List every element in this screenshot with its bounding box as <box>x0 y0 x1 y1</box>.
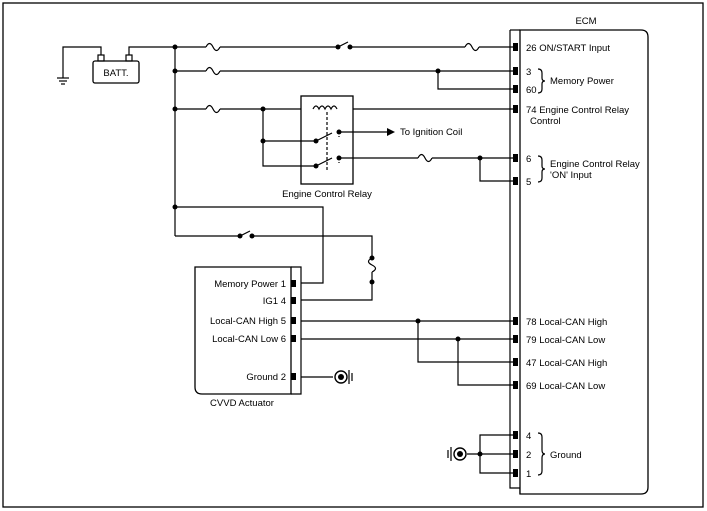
ecm-pin-5: 5 <box>526 177 531 188</box>
ecm-pin-60: 60 <box>526 85 537 96</box>
ecm-pin-79: 79 Local-CAN Low <box>526 335 605 346</box>
cvvd-pins <box>291 280 296 380</box>
ecm-ground-label: Ground <box>550 450 582 461</box>
ecm-pin-6: 6 <box>526 154 531 165</box>
ecm-pins <box>513 43 518 477</box>
ecm-module: ECM <box>509 16 649 495</box>
cvvd-label: CVVD Actuator <box>210 398 274 409</box>
cvvd-pin-can-high: Local-CAN High 5 <box>210 316 286 327</box>
junction-dots <box>172 44 483 457</box>
ignition-coil-label: To Ignition Coil <box>400 127 462 138</box>
ecm-ecr-on-line2: 'ON' Input <box>550 170 592 181</box>
ecm-ground-wiring <box>467 434 513 474</box>
engine-control-relay: Engine Control Relay To Ignition Coil <box>262 95 513 200</box>
relay-label: Engine Control Relay <box>282 189 372 200</box>
cvvd-actuator: CVVD Actuator Memory Power 1 IG1 4 Local… <box>194 266 302 409</box>
battery-label: BATT. <box>103 68 128 79</box>
ecm-memory-power-label: Memory Power <box>550 76 614 87</box>
ecm-ecr-on-line1: Engine Control Relay <box>550 159 640 170</box>
cvvd-pin-ig1: IG1 4 <box>263 296 286 307</box>
brace-marks <box>537 68 546 476</box>
ecm-pin-74-line2: Control <box>530 116 561 127</box>
battery-ground-icon <box>57 46 102 85</box>
ecm-pin-g4: 4 <box>526 431 531 442</box>
cvvd-pin-ground: Ground 2 <box>246 372 286 383</box>
ecm-pin-69: 69 Local-CAN Low <box>526 381 605 392</box>
ecm-pin-g2: 2 <box>526 450 531 461</box>
ecm-pin-g1: 1 <box>526 469 531 480</box>
cvvd-ground-icon <box>301 370 353 384</box>
ecm-pin-labels: 26 ON/START Input 3 60 Memory Power 74 E… <box>526 43 640 480</box>
ecm-ground-icon <box>447 447 467 461</box>
ecm-pin-on-start: 26 ON/START Input <box>526 43 610 54</box>
ecm-pin-78: 78 Local-CAN High <box>526 317 607 328</box>
ecm-pin-3: 3 <box>526 67 531 78</box>
can-bus-wiring <box>301 320 513 386</box>
ecm-pin-47: 47 Local-CAN High <box>526 358 607 369</box>
ecm-title: ECM <box>575 16 596 27</box>
ecm-pin-74-line1: 74 Engine Control Relay <box>526 105 629 116</box>
cvvd-pin-memory-power: Memory Power 1 <box>214 279 286 290</box>
cvvd-pin-can-low: Local-CAN Low 6 <box>212 334 286 345</box>
battery: BATT. <box>92 54 140 84</box>
